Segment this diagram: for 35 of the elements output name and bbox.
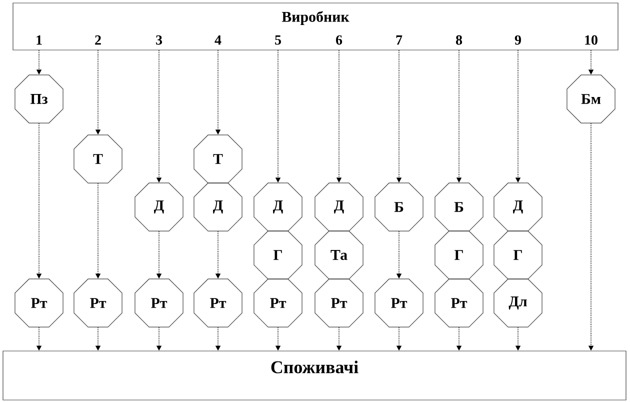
column-number: 8 (456, 35, 462, 45)
octagon: Д (254, 182, 302, 232)
octagon: Рт (434, 278, 484, 328)
octagon: Рт (194, 278, 242, 328)
octagon: Рт (314, 278, 364, 328)
octagon: Т (194, 134, 242, 184)
octagon: Рт (254, 278, 302, 328)
column-number: 2 (95, 35, 101, 45)
octagon: Рт (134, 278, 184, 328)
octagon: Рт (374, 278, 424, 328)
box: Споживачі (2, 350, 626, 400)
octagon: Рт (74, 278, 122, 328)
column-number: 1 (36, 35, 42, 45)
column-number: 9 (514, 35, 521, 45)
octagon: Д (194, 182, 242, 232)
octagon: Б (434, 182, 484, 232)
octagon: Д (134, 182, 184, 232)
octagon: Пз (14, 74, 64, 124)
octagon: Рт (14, 278, 64, 328)
octagon: Д (494, 182, 542, 232)
column-number: 5 (275, 35, 281, 45)
octagon: Б (374, 182, 424, 232)
column-number: 4 (214, 35, 222, 45)
octagon: Дл (494, 278, 542, 328)
column-number: 3 (156, 35, 162, 45)
octagon: Д (314, 182, 364, 232)
octagon: Г (254, 230, 302, 280)
column-number: 7 (396, 35, 402, 45)
octagon: Бм (566, 74, 616, 124)
octagon: Г (494, 230, 542, 280)
octagon: Та (314, 230, 364, 280)
column-number: 6 (336, 35, 342, 45)
column-number: 10 (585, 35, 598, 45)
octagon: Г (434, 230, 484, 280)
octagon: Т (74, 134, 122, 184)
